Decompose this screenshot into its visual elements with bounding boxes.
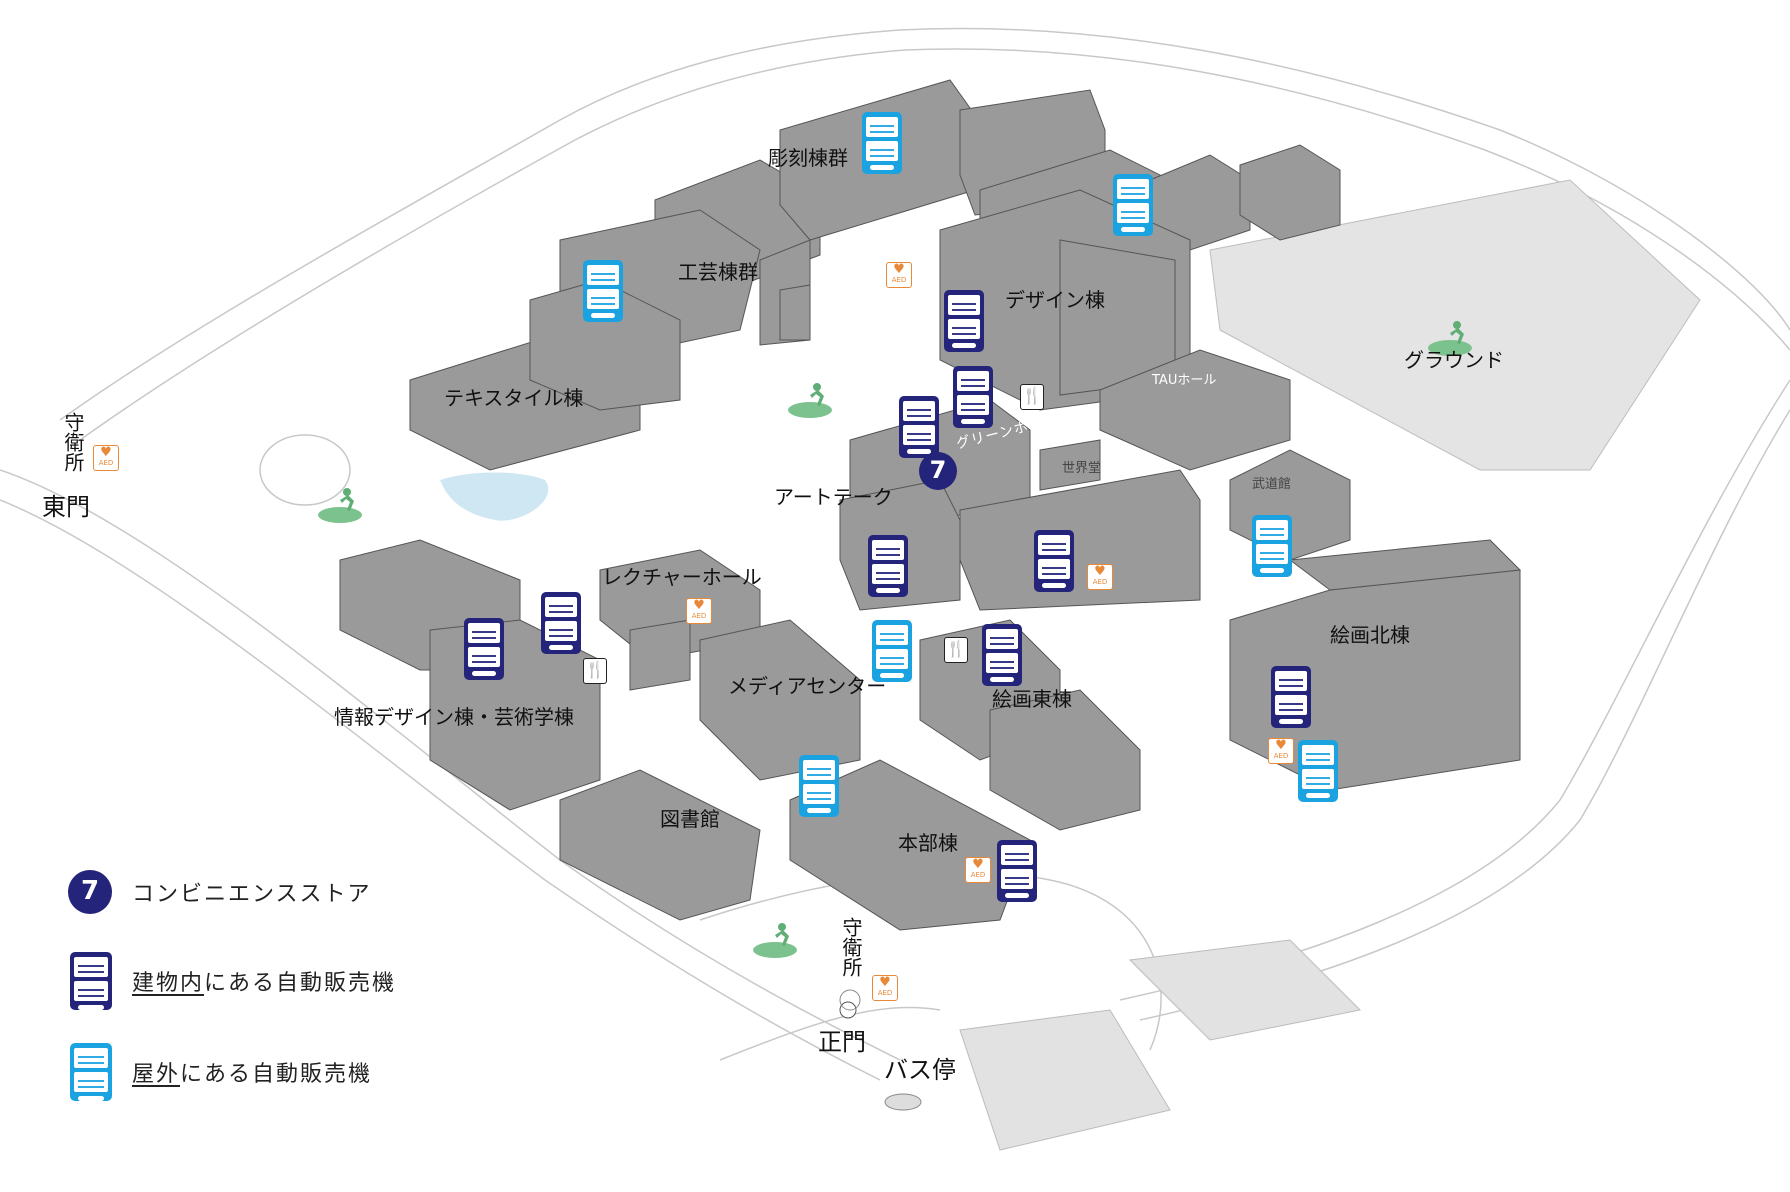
restaurant-icon: 🍴 bbox=[944, 637, 968, 663]
vending-outdoor-icon[interactable] bbox=[1298, 740, 1338, 802]
label-east-gate: 東門 bbox=[42, 493, 90, 521]
vending-indoor-icon[interactable] bbox=[944, 290, 984, 352]
aed-icon: ♥AED bbox=[886, 262, 912, 288]
vending-outdoor-icon bbox=[70, 1043, 112, 1101]
legend-outdoor-prefix: 屋外 bbox=[132, 1062, 181, 1087]
vending-indoor-icon[interactable] bbox=[868, 535, 908, 597]
label-library: 図書館 bbox=[660, 807, 720, 831]
label-textile: テキスタイル棟 bbox=[444, 386, 584, 410]
vending-indoor-icon[interactable] bbox=[953, 366, 993, 428]
pond bbox=[440, 472, 549, 521]
restaurant-icon: 🍴 bbox=[1020, 384, 1044, 410]
label-design: デザイン棟 bbox=[1005, 288, 1105, 312]
vending-indoor-icon bbox=[70, 952, 112, 1010]
vending-indoor-icon[interactable] bbox=[541, 592, 581, 654]
label-media: メディアセンター bbox=[728, 674, 887, 698]
label-chokoku: 彫刻棟群 bbox=[768, 146, 848, 170]
vending-outdoor-icon[interactable] bbox=[1252, 515, 1292, 577]
vending-indoor-icon[interactable] bbox=[464, 618, 504, 680]
legend-convenience: 7 コンビニエンスストア bbox=[68, 870, 372, 914]
label-budokan: 武道館 bbox=[1252, 477, 1292, 492]
vending-indoor-icon[interactable] bbox=[1034, 530, 1074, 592]
vending-indoor-icon[interactable] bbox=[982, 624, 1022, 686]
vending-indoor-icon[interactable] bbox=[899, 396, 939, 458]
aed-icon: ♥AED bbox=[686, 598, 712, 624]
roads bbox=[0, 27, 1790, 1081]
label-honbu: 本部棟 bbox=[898, 831, 958, 855]
vending-indoor-icon[interactable] bbox=[1271, 666, 1311, 728]
legend-convenience-text: コンビニエンスストア bbox=[132, 882, 372, 907]
aed-icon: ♥AED bbox=[93, 445, 119, 471]
label-sekaido: 世界堂 bbox=[1062, 461, 1102, 476]
label-main-gate: 正門 bbox=[818, 1028, 866, 1056]
label-bus-stop: バス停 bbox=[884, 1056, 956, 1084]
vending-outdoor-icon[interactable] bbox=[872, 620, 912, 682]
label-kaiga-kita: 絵画北棟 bbox=[1330, 623, 1410, 647]
legend-outdoor-vending: 屋外にある自動販売機 bbox=[70, 1043, 372, 1101]
label-tau: TAUホール bbox=[1152, 373, 1217, 388]
vending-outdoor-icon[interactable] bbox=[583, 260, 623, 322]
label-lecture: レクチャーホール bbox=[602, 565, 762, 589]
aed-icon: ♥AED bbox=[965, 857, 991, 883]
legend-indoor-vending: 建物内にある自動販売機 bbox=[70, 952, 396, 1010]
legend-indoor-suffix: にある自動販売機 bbox=[204, 971, 397, 996]
label-joho: 情報デザイン棟・芸術学棟 bbox=[334, 705, 574, 729]
label-kogei: 工芸棟群 bbox=[678, 260, 758, 284]
vending-outdoor-icon[interactable] bbox=[862, 112, 902, 174]
vending-outdoor-icon[interactable] bbox=[799, 755, 839, 817]
vending-outdoor-icon[interactable] bbox=[1113, 174, 1153, 236]
convenience-store-icon: 7 bbox=[68, 870, 112, 914]
aed-icon: ♥AED bbox=[1087, 564, 1113, 590]
label-arttech: アートテーク bbox=[774, 485, 893, 509]
emergency-exit-icon bbox=[340, 321, 1464, 946]
label-guard-east: 守衛所 bbox=[61, 412, 85, 472]
aed-icon: ♥AED bbox=[1268, 738, 1294, 764]
aed-icon: ♥AED bbox=[872, 975, 898, 1001]
label-guard-main: 守衛所 bbox=[839, 917, 863, 977]
vending-indoor-icon[interactable] bbox=[997, 840, 1037, 902]
legend-outdoor-suffix: にある自動販売機 bbox=[180, 1062, 373, 1087]
label-ground: グラウンド bbox=[1404, 348, 1504, 372]
legend-indoor-prefix: 建物内 bbox=[132, 971, 205, 996]
buildings bbox=[339, 79, 1522, 931]
convenience-store-icon[interactable]: 7 bbox=[919, 452, 957, 490]
restaurant-icon: 🍴 bbox=[583, 658, 607, 684]
label-kaiga-higashi: 絵画東棟 bbox=[992, 687, 1072, 711]
